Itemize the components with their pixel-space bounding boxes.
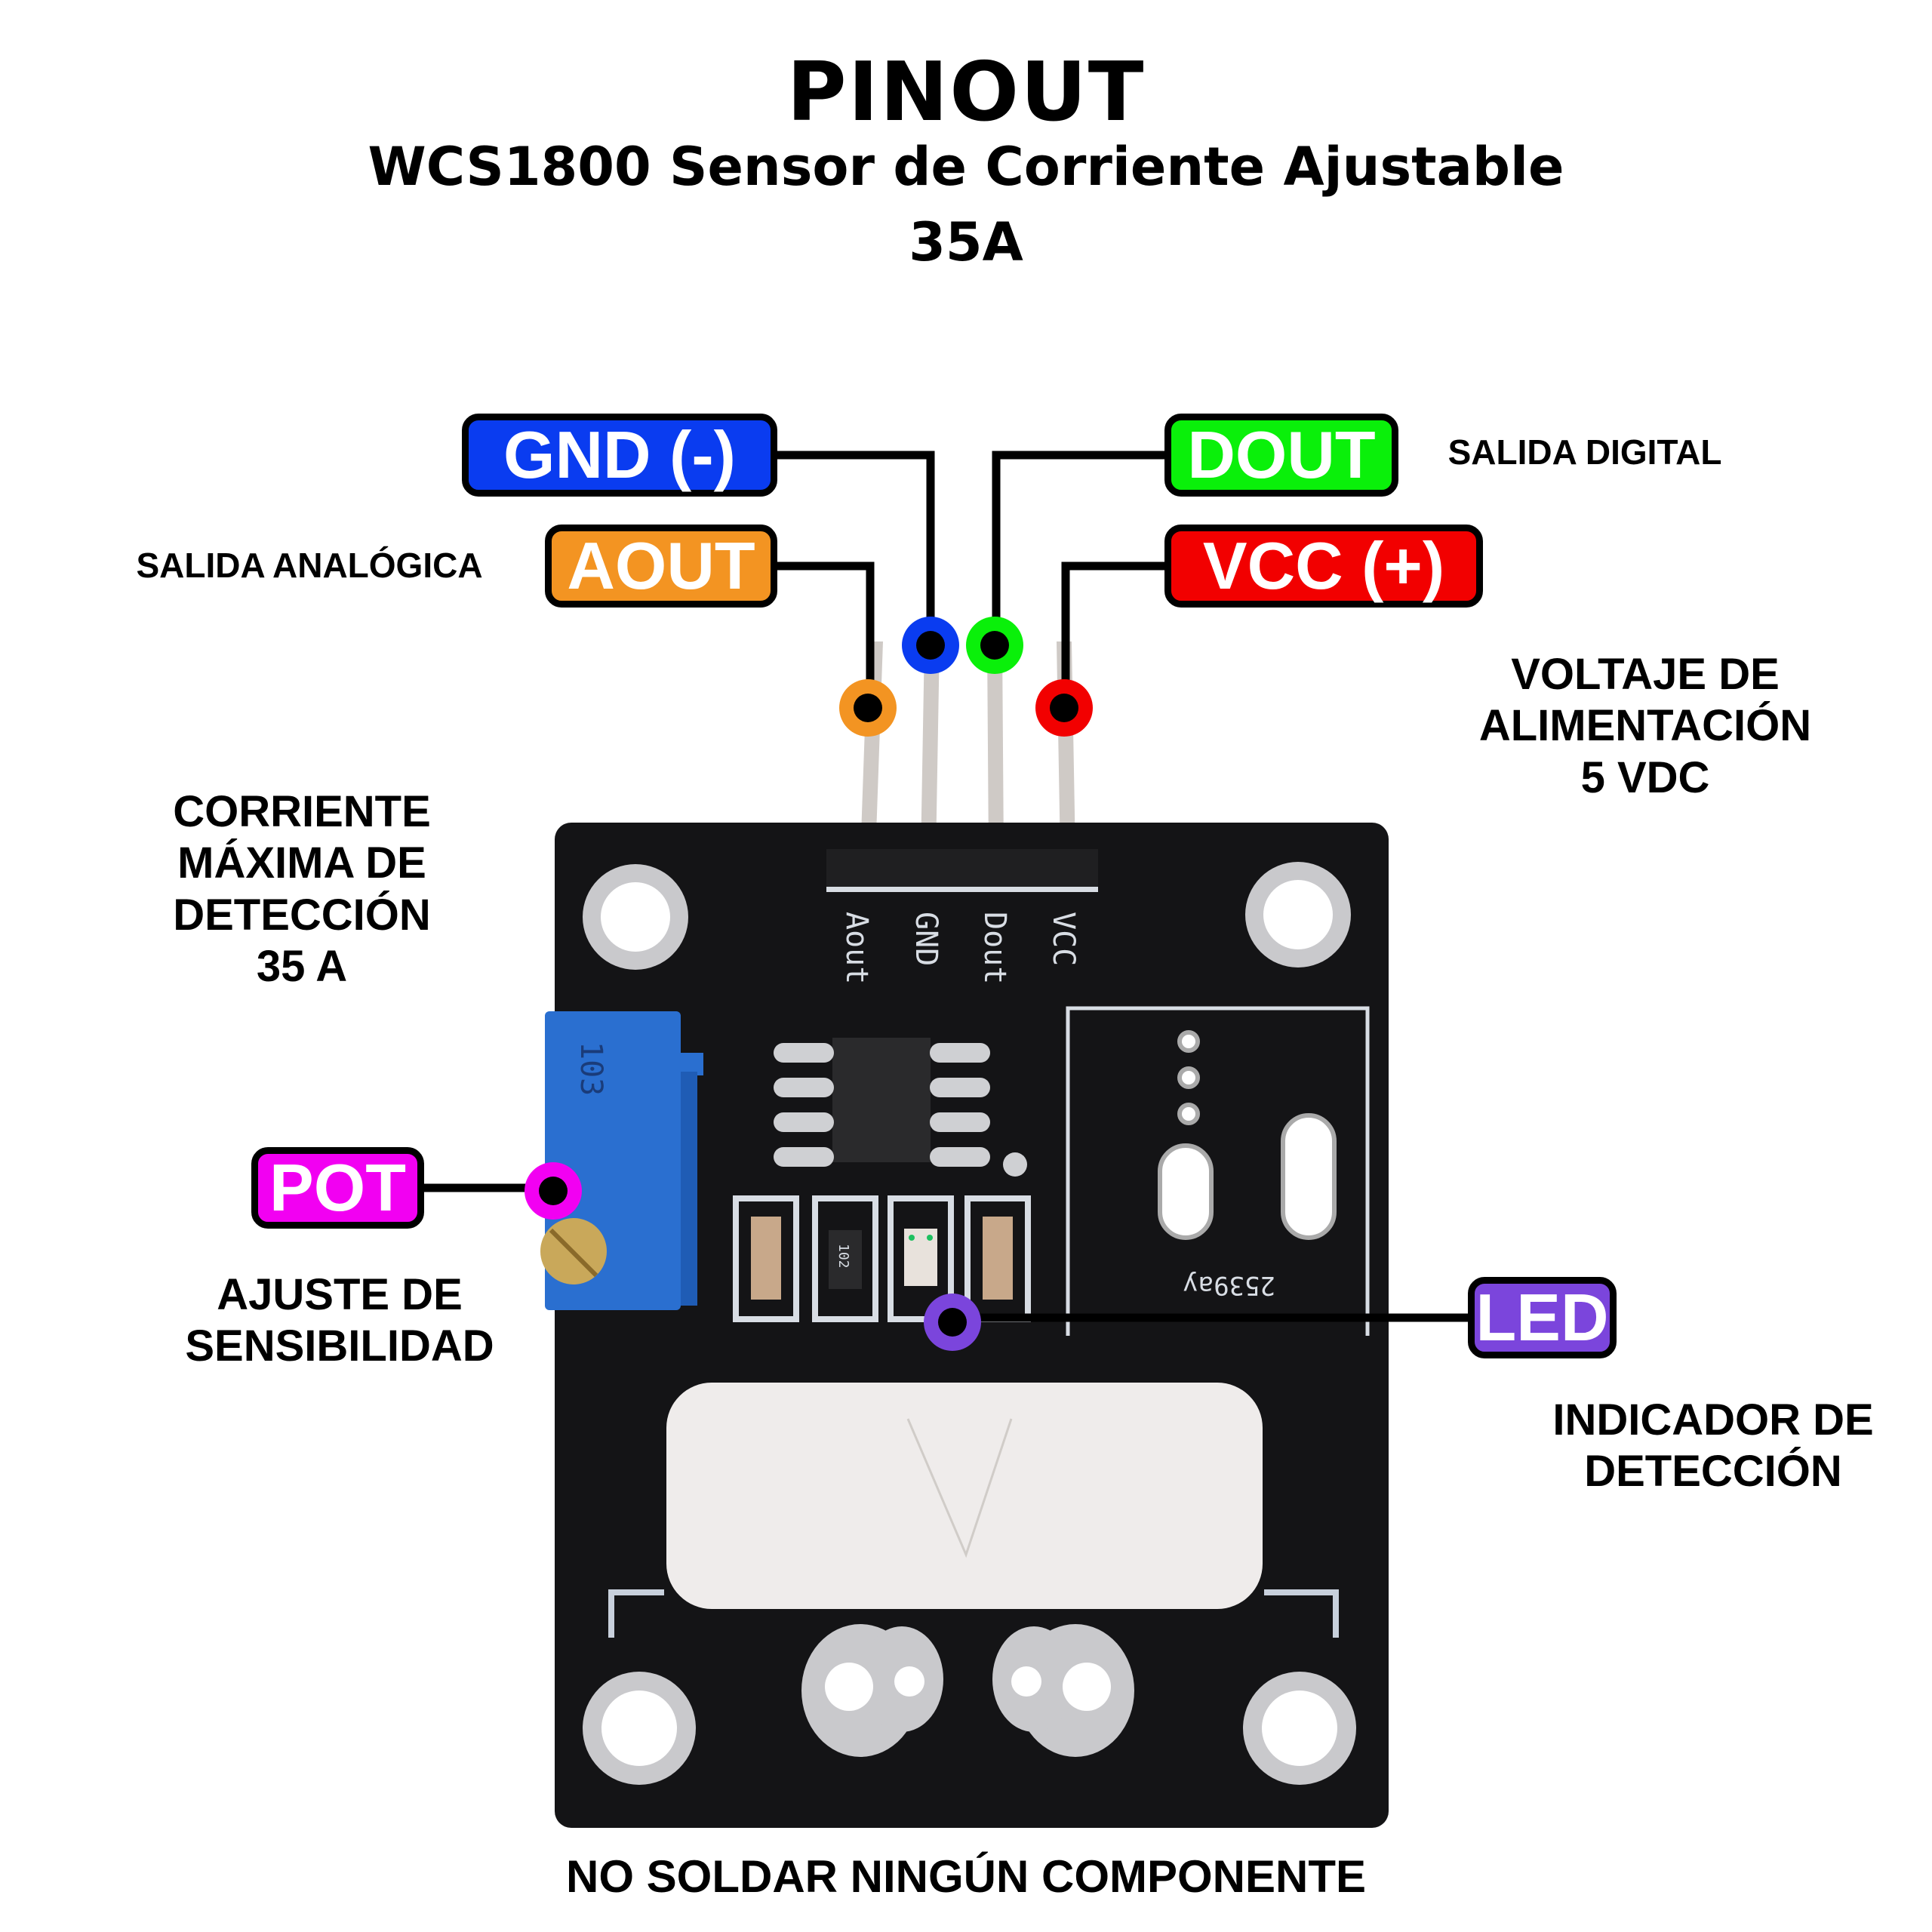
pot-desc-line: SENSIBILIDAD [185,1321,494,1371]
test-pad [1003,1152,1027,1177]
sensor-housing [666,1383,1263,1609]
sensor-silk-outline [1066,1006,1370,1336]
ic-lead [774,1112,834,1132]
smd-outline [888,1195,954,1322]
marker-core [938,1308,967,1337]
via [1177,1103,1200,1125]
slot [1281,1113,1337,1240]
leader-aout [777,561,875,708]
marker-core [916,631,945,660]
capacitor [983,1217,1013,1300]
dout-description: SALIDA DIGITAL [1447,432,1722,472]
leader-vcc [1061,561,1164,708]
vcc-desc-line: 5 VDC [1580,752,1710,802]
smd-outline [812,1195,878,1322]
slot [1158,1143,1214,1240]
vcc-desc-line: ALIMENTACIÓN [1478,701,1812,751]
ic-lead [930,1112,990,1132]
pin-tag-led: LED [1468,1277,1617,1358]
pin-dout [987,641,1004,857]
pot-screw-slot [549,1228,598,1278]
ic-body [832,1038,931,1162]
footer-warning: NO SOLDAR NINGÚN COMPONENTE [565,1851,1367,1902]
pin-gnd [921,641,940,857]
pin-tag-gnd: GND (-) [462,414,777,497]
via [1177,1066,1200,1089]
potentiometer: 103 [540,1011,703,1310]
resistor-code: 102 [835,1244,851,1269]
capacitor [751,1217,781,1300]
marker-core [539,1177,568,1205]
header-outline [826,887,1098,892]
product-subtitle: WCS1800 Sensor de Corriente Ajustable [368,136,1564,198]
smd-outline [733,1195,799,1322]
silk-label-vcc: VCC [1046,912,1081,966]
pad-hole [894,1666,924,1697]
marker-core [980,631,1009,660]
ic-lead [930,1078,990,1097]
pin-markers [525,617,1093,1351]
pin-tag-dout: DOUT [1164,414,1398,497]
led-description: INDICADOR DE DETECCIÓN [1502,1395,1924,1498]
pot-marking: 103 [574,1041,608,1096]
mounting-hole-center [601,1690,677,1766]
silkscreen-labels: Aout GND Dout VCC [839,912,1081,984]
ic-lead [774,1147,834,1167]
pot-side [681,1072,697,1306]
sensor-arrow [906,1418,1013,1558]
led-mark [927,1235,933,1241]
pad-hole [1063,1663,1111,1711]
marker-core [854,694,882,722]
max-desc-line: CORRIENTE [173,787,431,836]
max-desc-line: DETECCIÓN [173,890,431,940]
led-mark [909,1235,915,1241]
mounting-hole-center [1262,1690,1337,1766]
silk-label-gnd: GND [909,912,943,966]
mounting-hole-center [601,882,670,952]
pot-desc-line: AJUSTE DE [217,1270,463,1319]
led-desc-line: INDICADOR DE [1552,1395,1874,1444]
silk-label-dout: Dout [977,912,1012,984]
conductor-pads [801,1624,1134,1757]
led-desc-line: DETECCIÓN [1584,1447,1842,1497]
aout-description: SALIDA ANALÓGICA [136,546,483,585]
ic-lead [930,1043,990,1063]
leader-gnd [777,451,935,645]
pad-hole [1011,1666,1041,1697]
pad-hole [825,1663,873,1711]
vcc-description: VOLTAJE DE ALIMENTACIÓN 5 VDC [1404,649,1887,804]
resistor [829,1230,862,1289]
current-rating: 35A [909,211,1023,273]
via [1177,1030,1200,1053]
pot-description: AJUSTE DE SENSIBILIDAD [136,1269,543,1373]
leader-dout [992,451,1164,645]
pin-header [826,849,1098,888]
max-desc-line: MÁXIMA DE [177,838,426,888]
pin-tag-pot: POT [251,1147,424,1229]
sensor-lead [1264,1589,1339,1638]
pin-tag-vcc: VCC (+) [1164,525,1483,608]
max-current-description: CORRIENTE MÁXIMA DE DETECCIÓN 35 A [113,786,491,993]
pin-tag-aout: AOUT [545,525,777,608]
sensor-lead [608,1589,664,1638]
mounting-hole-center [1263,880,1333,949]
marker-core [1050,694,1078,722]
page-title: PINOUT [786,45,1146,140]
current-sensor-body [608,1383,1339,1638]
ic-chip [774,1038,1027,1177]
sensor-holes: 2539ay [1158,1030,1337,1300]
board-code: 2539ay [1183,1270,1275,1300]
ic-lead [774,1078,834,1097]
mounting-holes [583,862,1356,1785]
max-desc-line: 35 A [256,942,348,992]
ic-lead [930,1147,990,1167]
silk-label-aout: Aout [839,912,874,984]
ic-lead [774,1043,834,1063]
vcc-desc-line: VOLTAJE DE [1511,650,1780,699]
